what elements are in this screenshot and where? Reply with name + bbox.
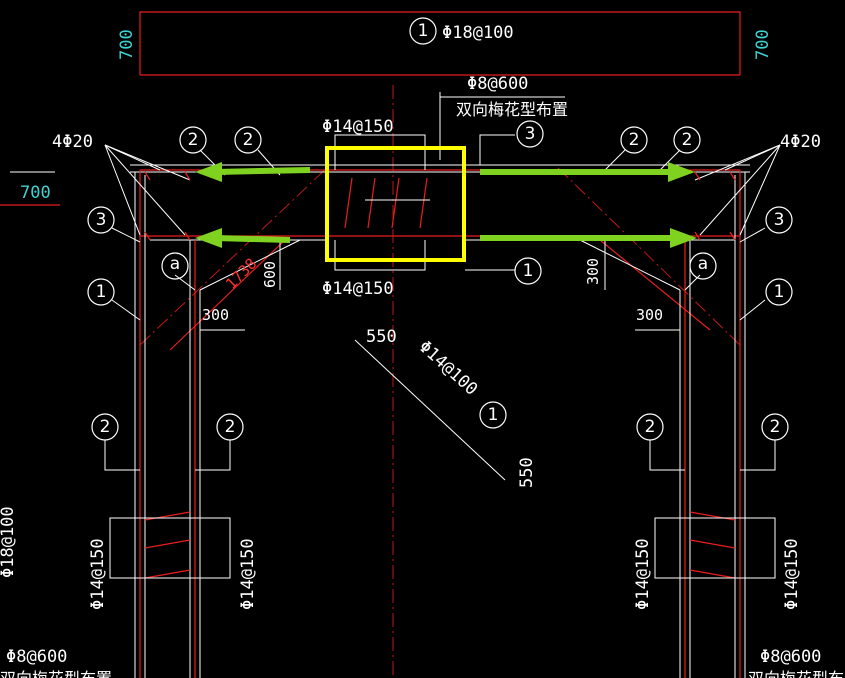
dim-300-left: 300 — [202, 306, 229, 324]
svg-text:2: 2 — [225, 417, 236, 437]
bubble-wall-2a: 2 — [91, 413, 119, 441]
dim-300-mid: 300 — [584, 258, 602, 285]
svg-text:2: 2 — [100, 417, 111, 437]
bubble-left-1: 1 — [87, 278, 115, 306]
svg-text:2: 2 — [243, 130, 254, 150]
bubble-roof-2a: 2 — [179, 126, 207, 154]
left-dim-label: 700 — [20, 183, 51, 203]
rebar-ticks — [144, 171, 736, 241]
bubble-right-3: 3 — [765, 206, 793, 234]
wall-right-label-2: Φ14@150 — [782, 538, 802, 610]
svg-text:2: 2 — [770, 417, 781, 437]
top-slab-outline — [139, 11, 741, 75]
bubble-haunch-1: 1 — [479, 401, 507, 429]
bubble-roof-2c: 2 — [620, 126, 648, 154]
svg-text:2: 2 — [188, 130, 199, 150]
svg-text:3: 3 — [774, 210, 785, 230]
beam-bottom-label: Φ14@150 — [322, 279, 394, 299]
dim-600: 600 — [261, 261, 279, 288]
stirrup-layout-label: 双向梅花型布置 — [456, 100, 568, 119]
bl-spec-label: Φ8@600 — [6, 647, 67, 667]
br-layout-label: 双向梅花型布置 — [748, 669, 845, 678]
wall-left-label-1: Φ14@150 — [88, 538, 108, 610]
svg-text:3: 3 — [525, 124, 536, 144]
bubble-wall-2c: 2 — [636, 413, 664, 441]
far-left-rebar-label: Φ18@100 — [0, 506, 18, 578]
top-rebar-label: Φ18@100 — [442, 23, 514, 43]
dim-300-right: 300 — [636, 306, 663, 324]
dim-1738: 1738 — [222, 255, 260, 293]
dim-550-bot: 550 — [517, 457, 537, 488]
bl-layout-label: 双向梅花型布置 — [0, 669, 112, 678]
svg-text:1: 1 — [488, 405, 499, 425]
beam-top-label: Φ14@150 — [322, 117, 394, 137]
haunch-lines — [139, 164, 741, 351]
br-spec-label: Φ8@600 — [760, 647, 821, 667]
bubble-roof-3: 3 — [516, 120, 544, 148]
wall-left-label-2: Φ14@150 — [238, 538, 258, 610]
svg-text:2: 2 — [682, 130, 693, 150]
bubble-roof-2b: 2 — [234, 126, 262, 154]
wall-right-label-1: Φ14@150 — [633, 538, 653, 610]
svg-text:1: 1 — [523, 261, 534, 281]
svg-text:2: 2 — [629, 130, 640, 150]
svg-text:1: 1 — [96, 282, 107, 302]
bubble-top: 1 — [409, 17, 437, 45]
green-arrows — [195, 162, 697, 248]
highlight-box — [325, 146, 466, 262]
stirrup-spec-label: Φ8@600 — [467, 74, 528, 94]
wall-lines — [134, 170, 746, 678]
bubble-wall-2d: 2 — [761, 413, 789, 441]
top-dim-right: 700 — [753, 29, 773, 60]
haunch-rebar-label: Φ14@100 — [415, 337, 482, 400]
leader-lines — [10, 92, 781, 481]
svg-text:a: a — [170, 254, 180, 274]
bubble-right-1: 1 — [765, 278, 793, 306]
bubble-right-a: a — [689, 252, 717, 280]
bubble-left-a: a — [161, 252, 189, 280]
corner-right-label: 4Φ20 — [780, 132, 821, 152]
bubble-left-3: 3 — [87, 206, 115, 234]
corner-left-label: 4Φ20 — [52, 132, 93, 152]
roof-lines — [130, 164, 750, 678]
svg-text:3: 3 — [96, 210, 107, 230]
svg-text:1: 1 — [774, 282, 785, 302]
svg-text:2: 2 — [645, 417, 656, 437]
bubble-beam-1: 1 — [514, 257, 542, 285]
bubble-roof-2d: 2 — [673, 126, 701, 154]
top-dim-left: 700 — [117, 29, 137, 60]
wall-stirrups — [109, 511, 776, 579]
dimension-marks — [0, 74, 740, 331]
beam-stirrups — [334, 134, 515, 271]
dim-550-top: 550 — [366, 327, 397, 347]
bubble-wall-2b: 2 — [216, 413, 244, 441]
svg-text:1: 1 — [418, 21, 429, 41]
svg-text:a: a — [698, 254, 708, 274]
